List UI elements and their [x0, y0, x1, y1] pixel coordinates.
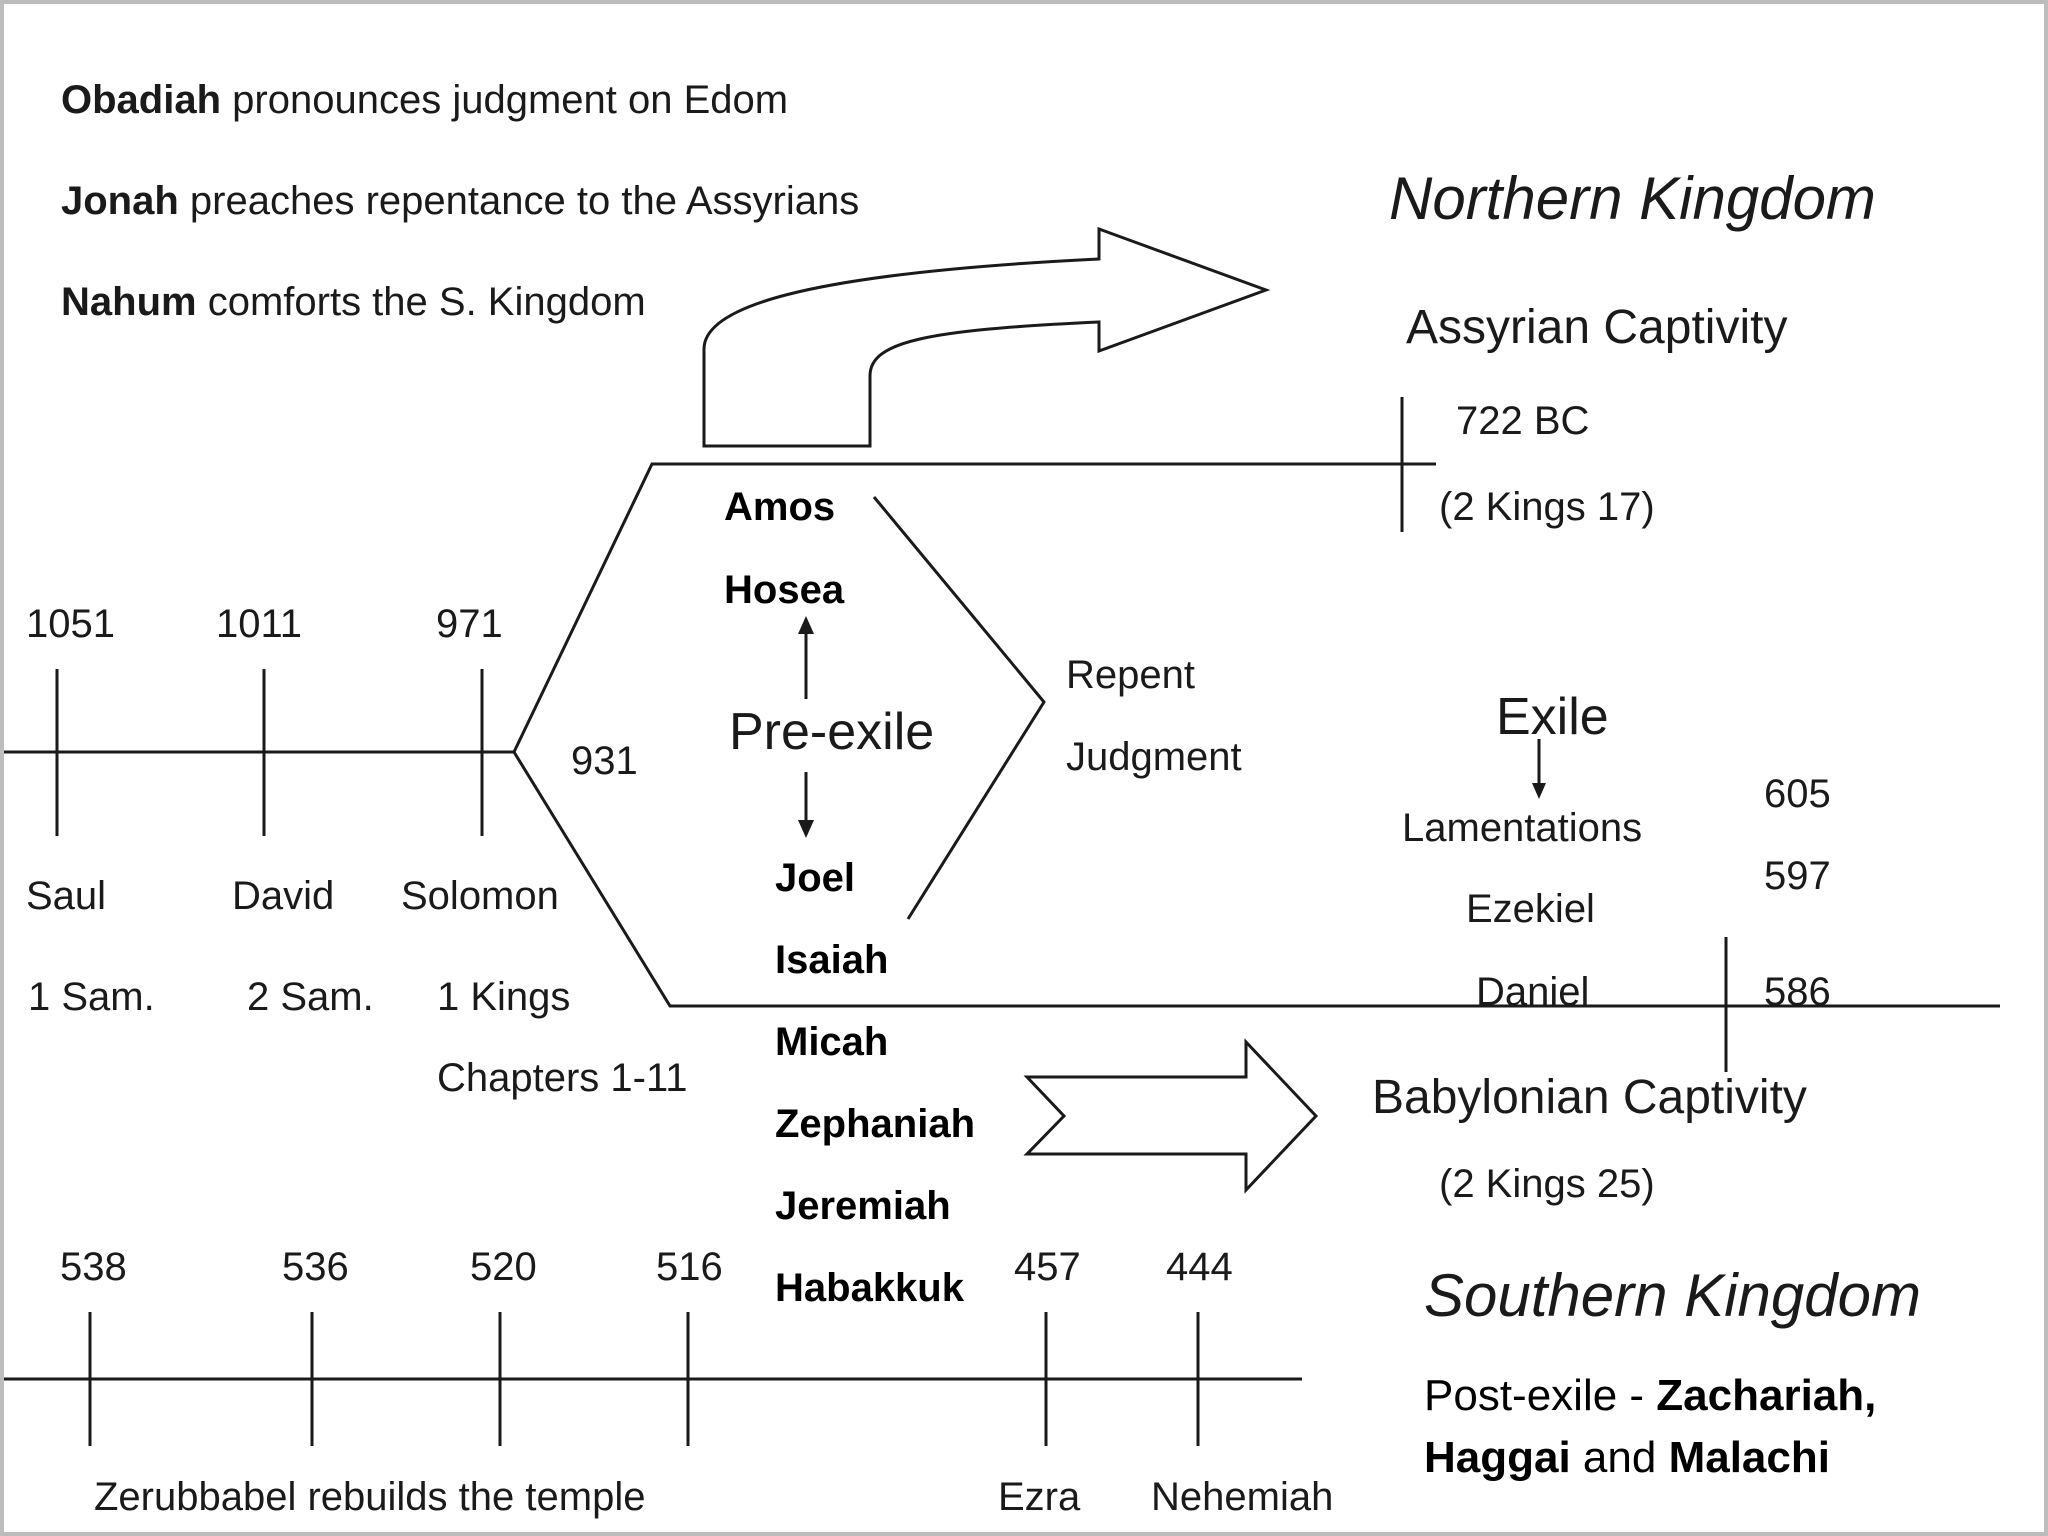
nehemiah-label: Nehemiah [1151, 1475, 1334, 1519]
prophet-label: Joel [775, 856, 856, 900]
year-457: 457 [1014, 1245, 1081, 1289]
prophet-label: Jeremiah [775, 1184, 951, 1228]
prophet-label: Hosea [724, 568, 845, 612]
prophet-malachi: Malachi [1668, 1433, 1830, 1482]
exile-date-597: 597 [1764, 854, 1831, 898]
babylonian-captivity-label: Babylonian Captivity [1372, 1071, 1807, 1124]
babylonian-captivity-ref: (2 Kings 25) [1439, 1162, 1655, 1206]
message-judgment: Judgment [1066, 735, 1242, 779]
year-538: 538 [60, 1245, 127, 1289]
prophet-label: Habakkuk [775, 1266, 964, 1310]
zerubbabel-label: Zerubbabel rebuilds the temple [94, 1475, 646, 1519]
northern-fall-date: 722 BC [1456, 399, 1590, 443]
exile-arrow-head [1532, 783, 1546, 799]
pre-exile-label: Pre-exile [729, 703, 935, 761]
king-saul: Saul [26, 874, 107, 918]
year-520: 520 [470, 1245, 537, 1289]
book-2-sam: 2 Sam. [247, 975, 374, 1019]
ezra-label: Ezra [998, 1475, 1081, 1519]
book-daniel: Daniel [1476, 970, 1590, 1014]
northern-fall-ref: (2 Kings 17) [1439, 485, 1655, 529]
arrow-down-head [798, 820, 814, 838]
prophet-label: Isaiah [775, 938, 889, 982]
prophet-name: Jonah [61, 179, 179, 223]
arrow-up-head [798, 616, 814, 634]
prophet-name: Nahum [61, 280, 197, 324]
exile-label: Exile [1496, 688, 1609, 746]
book-1-sam: 1 Sam. [28, 975, 155, 1019]
north-branch-line [512, 462, 1436, 753]
note-text: comforts the S. Kingdom [207, 280, 646, 324]
southern-kingdom-title: Southern Kingdom [1424, 1262, 1921, 1329]
prophet-joel: Joel [775, 858, 855, 898]
post-exile-prefix: Post-exile - [1424, 1371, 1657, 1420]
assyrian-captivity-label: Assyrian Captivity [1406, 301, 1788, 354]
babylonian-arrow [1023, 1038, 1319, 1194]
message-repent: Repent [1066, 653, 1195, 697]
split-year-931: 931 [571, 739, 638, 783]
book-1-kings: 1 Kings [437, 975, 571, 1019]
prophet-label: Amos [724, 485, 836, 529]
pre-exile-chevron [872, 496, 1046, 920]
northern-kingdom-title: Northern Kingdom [1389, 165, 1876, 232]
prophet-label: Zephaniah [775, 1102, 976, 1146]
prophet-isaiah: Isaiah [775, 940, 888, 980]
king-david: David [232, 874, 335, 918]
south-branch-line [512, 751, 2000, 1008]
note-text: preaches repentance to the Assyrians [189, 179, 860, 223]
diagram-lines [4, 226, 2000, 1446]
assyrian-arrow [702, 226, 1271, 448]
book-ezekiel: Ezekiel [1466, 887, 1595, 931]
prophet-haggai: Haggai [1424, 1433, 1571, 1482]
year-516: 516 [656, 1245, 723, 1289]
prophet-name: Obadiah [61, 78, 222, 122]
exile-date-605: 605 [1764, 772, 1831, 816]
post-exile-line-2: Haggai and Malachi [1424, 1436, 1830, 1480]
prophet-jeremiah: Jeremiah [775, 1186, 951, 1226]
kings-chapters: Chapters 1-11 [437, 1056, 688, 1100]
post-exile-line-1: Post-exile - Zachariah, [1424, 1374, 1876, 1418]
year-1011: 1011 [216, 602, 303, 646]
prophet-habakkuk: Habakkuk [775, 1268, 964, 1308]
prophet-hosea: Hosea [724, 570, 844, 610]
prophet-zephaniah: Zephaniah [775, 1104, 975, 1144]
obadiah-note: Obadiah pronounces judgment on Edom [61, 80, 788, 120]
note-text: pronounces judgment on Edom [232, 78, 789, 122]
exile-date-586: 586 [1764, 970, 1831, 1014]
book-lamentations: Lamentations [1402, 806, 1643, 850]
prophet-label: Micah [775, 1020, 889, 1064]
nahum-note: Nahum comforts the S. Kingdom [61, 282, 646, 322]
year-536: 536 [282, 1245, 349, 1289]
year-971: 971 [436, 602, 503, 646]
conjunction-and: and [1570, 1433, 1669, 1482]
prophet-micah: Micah [775, 1022, 888, 1062]
year-444: 444 [1166, 1245, 1233, 1289]
king-solomon: Solomon [401, 874, 559, 918]
prophet-zachariah: Zachariah, [1656, 1371, 1877, 1420]
year-1051: 1051 [26, 602, 115, 646]
jonah-note: Jonah preaches repentance to the Assyria… [61, 181, 859, 221]
prophet-amos: Amos [724, 487, 835, 527]
